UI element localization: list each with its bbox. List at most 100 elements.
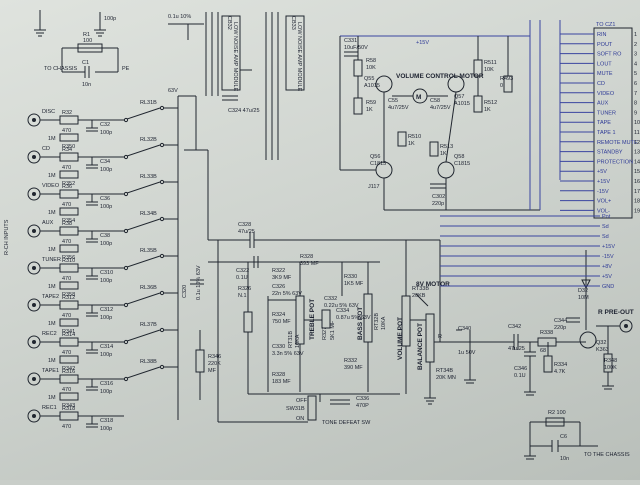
series-resistor <box>59 374 79 384</box>
r334-value: 4.7K <box>554 369 566 375</box>
relay-arm <box>126 292 161 305</box>
r330-value: 1K5 MF <box>344 281 364 287</box>
input-name: DISC <box>42 109 55 115</box>
connector-pin-number: 1 <box>634 32 637 38</box>
input-name: TUNER <box>42 257 61 263</box>
r511-label: R511 <box>484 60 497 66</box>
shunt-resistor-value: 1M <box>48 210 56 216</box>
supply-15v-label: +15V <box>416 40 429 46</box>
r328-top-label: R328 <box>300 254 313 260</box>
connector-pin-number: 16 <box>634 179 640 185</box>
r334-label: R334 <box>554 362 567 368</box>
c326-label: C326 <box>272 284 285 290</box>
series-resistor-ref: R32 <box>62 110 72 116</box>
sw31b-label: SW31B <box>286 406 305 412</box>
shunt-resistor-ref: R354 <box>62 218 75 224</box>
r328-top-value: 393 MF <box>300 261 319 267</box>
shunt-resistor-ref: R342 <box>62 366 75 372</box>
balance-pot-label: BALANCE POT <box>417 323 424 370</box>
series-resistor-ref: R34 <box>62 147 72 153</box>
shunt-resistor <box>59 133 79 142</box>
cb32-title: LOW NOISE AMP MODULE <box>232 22 238 92</box>
shunt-resistor <box>59 318 79 327</box>
input-name: CD <box>42 146 50 152</box>
resistor-r338 <box>537 337 557 347</box>
q57-value: A1015 <box>454 101 470 107</box>
connector-pin-label: TAPE <box>597 120 611 126</box>
c320-label: C320 <box>182 285 188 298</box>
connector-pin-number: 2 <box>634 42 637 48</box>
connector-pin-label: REMOTE MUTE <box>597 140 638 146</box>
c6-label: C6 <box>560 434 567 440</box>
r322-value: 3K9 MF <box>272 275 292 281</box>
relay-arm <box>126 329 161 342</box>
r512-value: 1K <box>484 107 491 113</box>
rca-jack-pin <box>32 118 36 122</box>
connector-pin-label: MUTE <box>597 71 613 77</box>
relay-ref: RL36B <box>140 285 157 291</box>
series-resistor <box>59 189 79 199</box>
c328-value: 47u/25 <box>238 229 255 235</box>
c302-value: 220p <box>432 201 444 207</box>
connector-pin-label: TUNER <box>597 110 616 116</box>
r513-label: R513 <box>440 144 453 150</box>
q58-value: C1815 <box>454 161 470 167</box>
c346-value: 0.1U <box>514 373 526 379</box>
r1-label: R1 <box>83 32 90 38</box>
relay-contact <box>159 364 165 370</box>
shunt-resistor <box>59 392 79 401</box>
connector-pin-number: 5 <box>634 71 637 77</box>
series-resistor-value: 470 <box>62 387 71 393</box>
c334-value: 0.87u 5% 63V <box>336 315 371 321</box>
shunt-cap-ref: C312 <box>100 307 113 313</box>
rca-jack-pin <box>32 340 36 344</box>
r348-label: R348 <box>604 358 617 364</box>
relay-contact <box>123 154 129 160</box>
relay-ref: RL34B <box>140 211 157 217</box>
series-resistor-ref: R316 <box>62 369 75 375</box>
c332-label: C332 <box>324 296 337 302</box>
r-ch-inputs-label: R-CH INPUTS <box>4 219 10 255</box>
rt32b-label: RT32B <box>374 313 380 330</box>
connector-pin: RIN 1 <box>560 32 637 38</box>
output-section: C342 47u/25 R338 68 C344 220p D32 10M Q3… <box>439 240 634 396</box>
connector-pin-label: RIN <box>597 32 607 38</box>
relay-contact <box>159 179 165 185</box>
q55-label: Q55 <box>364 76 374 82</box>
c324-label: C324 47u/25 <box>228 108 260 114</box>
shunt-resistor-value: 1M <box>48 321 56 327</box>
side-label: Sd <box>440 224 609 230</box>
shunt-resistor-ref: R341 <box>62 329 75 335</box>
shunt-resistor <box>59 281 79 290</box>
series-resistor-value: 470 <box>62 424 71 430</box>
r326-value: N.1 <box>238 293 247 299</box>
c322-value: 0.1U <box>236 275 248 281</box>
c336-value: 470P <box>356 403 369 409</box>
rt34b-value: 20K MN <box>436 375 456 381</box>
c342-label: C342 <box>508 324 521 330</box>
relay-ref: RL33B <box>140 174 157 180</box>
shunt-resistor-ref: R352 <box>62 181 75 187</box>
shunt-resistor-ref: R358 <box>62 292 75 298</box>
treble-pot-label: TREBLE POT <box>309 299 316 340</box>
resistor-r1 <box>77 43 103 53</box>
r346-label: R346 <box>208 354 221 360</box>
series-resistor-ref: R310 <box>62 258 75 264</box>
connector-pin-number: 3 <box>634 52 637 58</box>
q57-label: Q57 <box>454 94 464 100</box>
series-resistor-value: 470 <box>62 276 71 282</box>
rca-jack-pin <box>32 266 36 270</box>
relay-contact <box>123 191 129 197</box>
shunt-cap-value: 100p <box>100 315 112 321</box>
series-resistor-value: 470 <box>62 239 71 245</box>
connector-pin: TUNER 9 <box>560 110 637 116</box>
connector-pin-number: 9 <box>634 110 637 116</box>
